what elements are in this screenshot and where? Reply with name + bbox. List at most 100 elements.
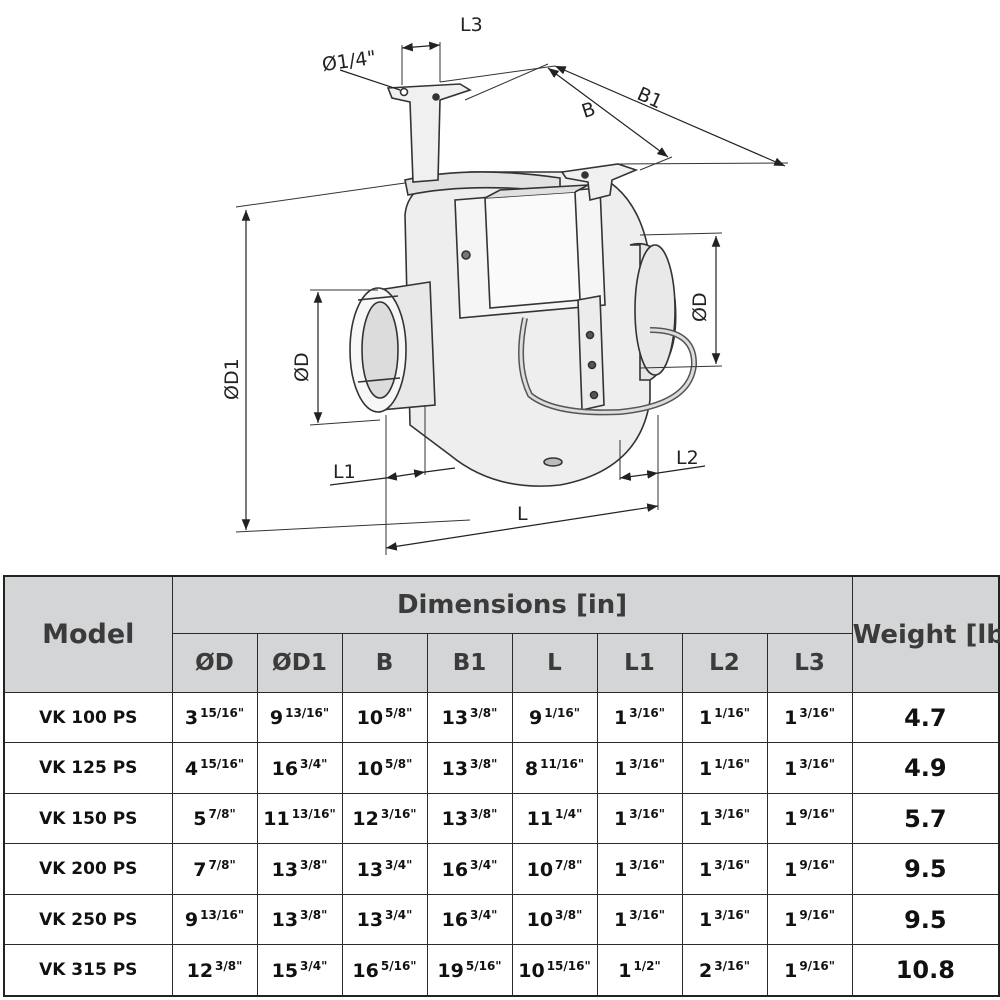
dimension-fraction: 3/8" xyxy=(300,908,328,923)
dimension-whole: 16 xyxy=(352,959,379,982)
weight-cell: 9.5 xyxy=(851,893,1000,946)
dimension-fraction: 3/16" xyxy=(629,908,665,923)
weight-header: Weight [lbs] xyxy=(851,575,1000,693)
dimension-whole: 16 xyxy=(441,909,469,932)
dimension-fraction: 7/8" xyxy=(208,807,236,822)
dimension-whole: 1 xyxy=(699,808,713,831)
dimension-whole: 7 xyxy=(193,858,207,881)
dimension-whole: 10 xyxy=(526,909,554,932)
dimension-fraction: 5/8" xyxy=(385,706,413,721)
b1-label: B1 xyxy=(634,83,666,113)
b-label: B xyxy=(579,98,598,123)
l-dimension-line xyxy=(385,503,659,551)
dimension-whole: 2 xyxy=(699,959,713,982)
dimension-whole: 1 xyxy=(699,909,713,932)
extension-lines xyxy=(235,42,789,555)
dimension-fraction: 5/16" xyxy=(465,958,502,973)
weight-cell: 10.8 xyxy=(851,944,1000,997)
dimension-whole: 1 xyxy=(784,959,798,982)
model-cell: VK 250 PS xyxy=(3,893,173,946)
column-header-b: B xyxy=(341,633,428,693)
weight-cell: 4.7 xyxy=(851,691,1000,744)
l2-dimension-line xyxy=(619,470,659,481)
fan-illustration xyxy=(349,83,698,487)
dimension-whole: 16 xyxy=(441,858,469,881)
dimension-whole: 10 xyxy=(356,757,384,780)
model-cell: VK 125 PS xyxy=(3,742,173,794)
dimension-whole: 16 xyxy=(271,757,299,780)
hole-leader xyxy=(339,69,401,91)
dimension-fraction: 7/8" xyxy=(208,857,236,872)
dimension-whole: 1 xyxy=(614,757,628,780)
dimension-whole: 1 xyxy=(784,808,798,831)
dimension-fraction: 3/16" xyxy=(714,908,750,923)
dimension-fraction: 9/16" xyxy=(799,857,835,872)
dimension-whole: 3 xyxy=(184,707,199,730)
dimension-whole: 10 xyxy=(356,707,384,730)
dimension-fraction: 3/16" xyxy=(629,756,665,771)
dimension-fraction: 3/8" xyxy=(470,807,498,822)
dimension-whole: 1 xyxy=(614,707,628,730)
d-right-label: ØD xyxy=(689,292,711,322)
dimension-whole: 9 xyxy=(184,909,199,932)
dimension-whole: 1 xyxy=(784,757,798,780)
dimension-whole: 13 xyxy=(441,757,469,780)
dimension-fraction: 13/16" xyxy=(200,908,245,923)
dimension-fraction: 3/8" xyxy=(470,706,498,721)
dimension-fraction: 3/8" xyxy=(215,958,243,973)
dimension-fraction: 5/8" xyxy=(385,756,413,771)
column-header-l2: L2 xyxy=(681,633,768,693)
dimension-fraction: 3/4" xyxy=(300,958,328,973)
weight-cell: 5.7 xyxy=(851,792,1000,845)
dimension-whole: 1 xyxy=(784,858,798,881)
dimension-labels: Ø1/4" L3 B B1 ØD1 ØD ØD L1 L2 L xyxy=(221,14,711,525)
dimension-whole: 5 xyxy=(193,808,207,831)
dimension-whole: 11 xyxy=(263,808,290,831)
dimension-fraction: 3/4" xyxy=(470,857,498,872)
weight-cell: 9.5 xyxy=(851,843,1000,895)
dimension-fraction: 1/16" xyxy=(714,706,750,721)
dimension-whole: 1 xyxy=(699,707,713,730)
dimension-fraction: 1/2" xyxy=(633,958,661,973)
dimension-fraction: 3/4" xyxy=(470,908,498,923)
model-cell: VK 315 PS xyxy=(3,944,173,997)
column-header-l: L xyxy=(511,633,598,693)
dimension-fraction: 3/16" xyxy=(714,857,750,872)
dimension-whole: 10 xyxy=(526,858,554,881)
dimension-whole: 12 xyxy=(186,959,214,982)
dimension-whole: 12 xyxy=(352,808,379,831)
column-header-d1: ØD1 xyxy=(256,633,343,693)
dimension-whole: 1 xyxy=(699,757,713,780)
dimension-whole: 19 xyxy=(437,959,464,982)
dimension-whole: 15 xyxy=(271,959,299,982)
dimension-fraction: 9/16" xyxy=(799,807,835,822)
dimension-fraction: 11/16" xyxy=(540,756,585,771)
dimension-fraction: 5/16" xyxy=(380,958,417,973)
b-dimension-line xyxy=(547,67,669,158)
